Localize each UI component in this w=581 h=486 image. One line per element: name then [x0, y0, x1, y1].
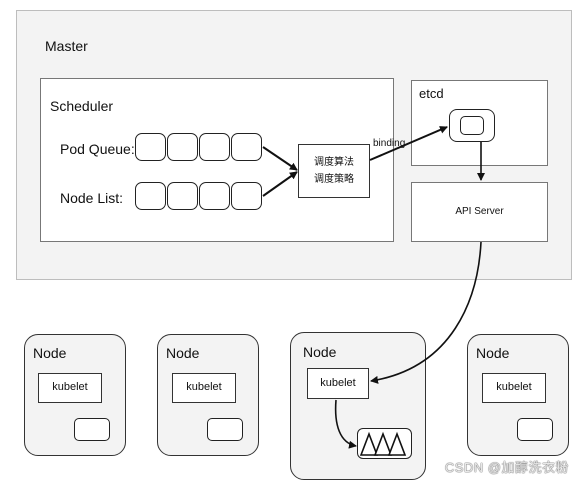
algorithm-line: 调度算法: [314, 157, 354, 168]
node-title: Node: [33, 345, 67, 361]
kubelet-box: kubelet: [482, 373, 546, 403]
kubelet-box: kubelet: [38, 373, 102, 403]
pod-queue-cell: [135, 133, 166, 161]
container-box: [517, 418, 553, 441]
node-title: Node: [303, 344, 337, 360]
node-list-label: Node List:: [60, 190, 124, 206]
api-server-panel: [411, 182, 548, 242]
kubelet-box: kubelet: [307, 368, 369, 399]
node-list-cell: [167, 182, 198, 210]
node-list-cell: [199, 182, 230, 210]
scheduler-title: Scheduler: [50, 98, 114, 114]
binding-arrow: [369, 126, 448, 161]
node-list-arrow: [262, 171, 298, 197]
kubelet-to-pods-arrow: [334, 399, 357, 449]
node-title: Node: [166, 345, 200, 361]
etcd-store-inner: [460, 116, 484, 135]
master-title: Master: [45, 38, 88, 54]
container-box: [74, 418, 110, 441]
container-box: [207, 418, 243, 441]
api-server-title: API Server: [455, 206, 504, 217]
pod-triangle: [387, 431, 407, 456]
pod-queue-label: Pod Queue:: [60, 141, 135, 157]
node-list-cell: [231, 182, 262, 210]
pod-queue-arrow: [262, 146, 298, 171]
pod-triangle: [359, 431, 379, 456]
watermark-text: CSDN @加醇洗衣粉: [444, 460, 569, 475]
pod-triangle: [373, 431, 393, 456]
etcd-title: etcd: [419, 86, 444, 101]
api-to-kubelet-arrow: [370, 241, 482, 384]
policy-line: 调度策略: [314, 174, 354, 185]
etcd-store-outer: [449, 109, 495, 142]
binding-label: binding: [373, 138, 406, 149]
node-list-cell: [135, 182, 166, 210]
kubelet-box: kubelet: [172, 373, 236, 403]
scheduling-algorithm-box: 调度算法 调度策略: [298, 144, 370, 198]
node-title: Node: [476, 345, 510, 361]
pod-queue-cell: [167, 133, 198, 161]
pod-queue-cell: [231, 133, 262, 161]
pod-queue-cell: [199, 133, 230, 161]
